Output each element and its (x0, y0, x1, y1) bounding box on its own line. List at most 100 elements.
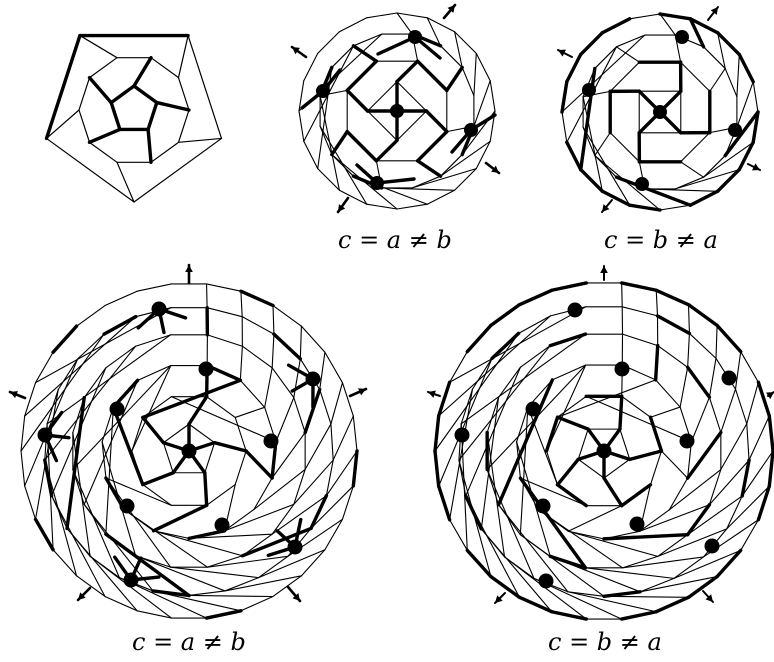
ring-edge (332, 46, 354, 68)
spoke (681, 162, 704, 177)
ring-edge (294, 469, 305, 504)
spoke (240, 346, 242, 380)
ring-edge (739, 54, 753, 81)
ring-edge (604, 459, 630, 478)
ring-edge (21, 451, 25, 486)
ring-edge (753, 82, 758, 112)
ring-edge (660, 14, 690, 19)
ring-edge (132, 417, 143, 451)
middle-edge (79, 78, 90, 110)
ring-edge (604, 592, 640, 597)
spoke (688, 496, 743, 535)
ring-edge (741, 520, 759, 551)
ring-edge (581, 33, 603, 55)
inner-edge (111, 103, 120, 130)
ring-edge (163, 443, 173, 473)
ring-edge (660, 205, 690, 210)
ring-edge (595, 47, 617, 69)
spoke (747, 382, 759, 424)
spoke (595, 133, 610, 156)
spoke (616, 47, 639, 62)
spoke (276, 398, 294, 442)
vertex-dot (264, 434, 279, 449)
spoke (397, 13, 412, 34)
spoke (265, 368, 272, 407)
ring-edge (242, 346, 272, 368)
ring-edge (690, 191, 717, 205)
ring-edge (299, 111, 304, 141)
spoke (254, 469, 305, 509)
ring-edge (623, 334, 658, 345)
spoke (153, 531, 242, 556)
spoke (205, 473, 207, 506)
spoke (273, 306, 274, 335)
spoke (558, 417, 589, 429)
vertex-dot (653, 105, 667, 119)
thick-edge (277, 531, 295, 547)
ring-edge (207, 308, 242, 317)
spoke (294, 359, 301, 398)
ring-edge (467, 325, 491, 351)
outer-edge (47, 36, 80, 139)
inner-spoke (134, 58, 151, 86)
spoke (689, 305, 690, 334)
pentagon-graph (47, 36, 222, 202)
spoke (73, 366, 171, 470)
spoke (736, 352, 741, 389)
spoke (67, 528, 137, 610)
ring-edge (435, 451, 439, 486)
ring-edge (331, 424, 333, 460)
middle-edge (151, 142, 179, 162)
ring-edge (704, 47, 726, 69)
ring-edge (491, 305, 520, 326)
spoke (331, 383, 343, 424)
ring-edge (610, 133, 639, 162)
ring-edge (294, 398, 305, 433)
spoke (466, 496, 520, 597)
spoke (45, 346, 136, 460)
ring-edge (640, 578, 674, 591)
spoke (547, 365, 586, 451)
inner-spoke (148, 129, 151, 162)
ring-edge (325, 519, 343, 549)
spoke (305, 424, 331, 469)
ring-edge (325, 352, 343, 382)
spoke (178, 36, 188, 78)
ring-edge (567, 142, 581, 169)
spoke (669, 470, 721, 510)
vertex-dot (615, 362, 630, 377)
ring-edge (462, 67, 474, 95)
ring-edge (301, 326, 325, 352)
ring-edge (320, 389, 331, 423)
ring-edge (491, 577, 520, 598)
vertex-dot (582, 83, 596, 97)
ring-edge (25, 486, 36, 519)
spoke (300, 326, 301, 359)
ring-edge (77, 306, 105, 327)
spoke (397, 61, 418, 81)
outer-edge (188, 36, 221, 139)
ring-edge (225, 578, 259, 591)
ring-edge (189, 591, 225, 596)
graph-top-middle (292, 5, 499, 212)
spoke (353, 46, 376, 61)
spoke (333, 416, 353, 460)
ring-edge (658, 535, 688, 557)
spoke (332, 132, 347, 155)
ring-edge (418, 61, 447, 90)
spoke (25, 359, 78, 486)
ring-edge (241, 291, 273, 305)
spoke (189, 595, 273, 596)
ring-edge (558, 396, 587, 417)
spoke (113, 407, 142, 484)
ring-edge (520, 597, 552, 611)
vertex-dot (539, 574, 554, 589)
spoke (439, 358, 492, 486)
ring-edge (562, 112, 567, 142)
spoke (481, 529, 551, 612)
spoke (455, 32, 463, 68)
ring-edge (547, 417, 558, 451)
spoke (604, 596, 689, 597)
ring-edge (681, 133, 710, 162)
